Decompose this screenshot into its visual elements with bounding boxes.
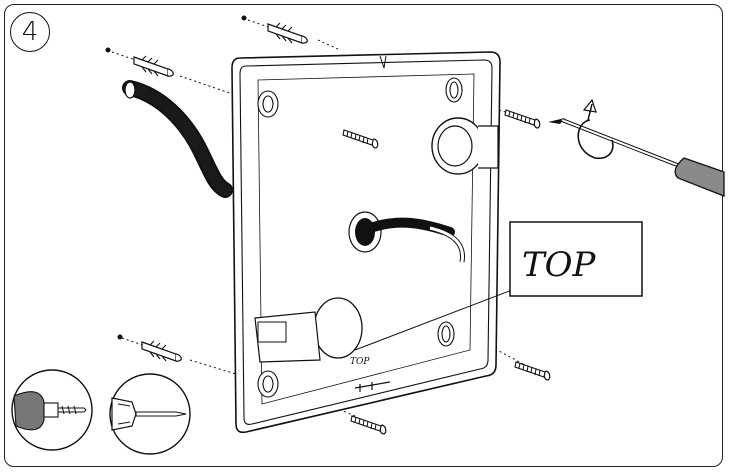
wall-anchor-icon: [105, 47, 174, 77]
mounting-hole: [257, 77, 463, 398]
screw-icon: [350, 415, 387, 435]
plate-top-label: TOP: [350, 357, 370, 367]
wall-anchor-icon: [117, 334, 182, 362]
screw-icon: [504, 109, 541, 129]
callout-top-text: TOP: [522, 245, 597, 285]
drill-icon: [11, 369, 93, 451]
rotation-arrow-icon: [577, 98, 614, 160]
screwdriver-tool-icon: [109, 373, 191, 455]
mounting-plate: TOP: [231, 51, 501, 434]
step-number-badge: 4: [10, 12, 50, 52]
screwdriver-icon: [548, 118, 725, 197]
illustration-frame: [4, 4, 723, 467]
screw-icon: [514, 361, 551, 381]
cable-icon: [122, 80, 233, 198]
wall-anchor-icon: [241, 15, 308, 44]
top-callout: TOP: [354, 221, 643, 351]
